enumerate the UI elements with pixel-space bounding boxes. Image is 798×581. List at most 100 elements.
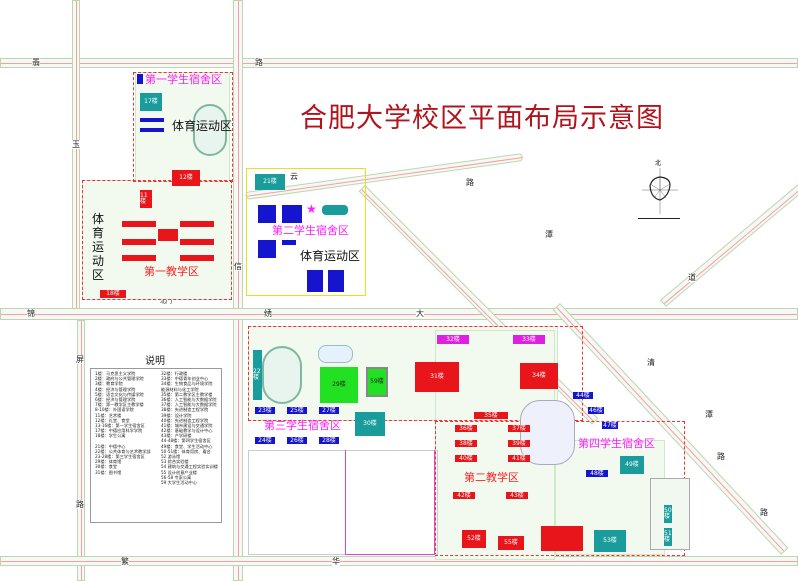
building-48[interactable]: 48楼	[586, 470, 608, 477]
legend-item: 1楼：马克思主义学院	[95, 371, 136, 376]
building-46[interactable]: 46楼	[588, 406, 604, 414]
zone-label-teach2: 第二教学区	[464, 471, 519, 484]
building-52[interactable]: 52楼	[462, 530, 486, 548]
building-27[interactable]: 27楼	[319, 407, 339, 414]
legend-item: 53 综合实验楼	[161, 459, 189, 465]
road-bottom	[0, 556, 798, 566]
road-label: 潭	[705, 410, 713, 419]
legend-item: 42楼：基础教学与设计中心	[161, 428, 213, 434]
building-11[interactable]: 11楼	[140, 190, 152, 208]
running-track	[262, 346, 302, 404]
building-32[interactable]: 32楼	[437, 335, 469, 344]
road-label: 路	[255, 58, 263, 67]
building-47[interactable]: 47楼	[602, 421, 618, 429]
building-23[interactable]: 23楼	[255, 407, 275, 414]
building-26[interactable]: 26楼	[287, 437, 307, 444]
legend-item: 38楼：先进制造工程学院	[161, 407, 209, 413]
legend-item: 37楼：人工智能与大数据学院	[161, 402, 217, 408]
building-5[interactable]	[122, 255, 156, 261]
zone-boundary-dorm2	[246, 168, 366, 296]
zone-label-sport1: 体育运动区	[172, 119, 233, 133]
legend-item: 33楼：中德青年创业中心	[161, 376, 209, 382]
compass-north-label: 北	[655, 160, 662, 167]
legend-item: 能源材料与化工学院	[161, 386, 199, 392]
road-mid	[233, 0, 243, 581]
building-41[interactable]: 41楼	[508, 455, 530, 462]
building-39[interactable]: 39楼	[508, 440, 530, 447]
building-2[interactable]	[180, 221, 214, 227]
building-4[interactable]	[180, 239, 214, 245]
building-55[interactable]: 55楼	[498, 536, 524, 550]
road-label: 清	[647, 358, 655, 367]
building-dorm2[interactable]	[328, 270, 344, 292]
legend-item: 52 游泳馆	[161, 454, 181, 459]
road-left-top	[72, 0, 80, 310]
building-28[interactable]: 28楼	[319, 437, 339, 444]
building-49[interactable]: 49楼	[620, 456, 644, 474]
building-dorm1[interactable]	[140, 118, 164, 122]
lake	[318, 345, 353, 363]
building-dorm2[interactable]	[258, 240, 276, 258]
building-dorm2[interactable]	[258, 205, 276, 223]
road-label: 华	[332, 557, 340, 566]
building-3[interactable]	[122, 239, 156, 245]
building-1[interactable]	[122, 221, 156, 227]
building-7[interactable]	[158, 229, 178, 241]
road-main	[0, 308, 798, 320]
legend-item: 50-51楼：体育用房、看台	[161, 448, 211, 454]
building-40[interactable]: 40楼	[455, 455, 477, 462]
building-31[interactable]: 31楼	[415, 362, 459, 392]
legend-item: 44-48楼：第四学生宿舍区	[161, 438, 211, 444]
legend-item: 34楼：生物食品与环境学院	[161, 381, 213, 387]
road-label: 潭	[545, 230, 553, 239]
building-36[interactable]: 36楼	[455, 425, 477, 432]
building-53[interactable]: 53楼	[594, 530, 626, 552]
building-dorm1[interactable]	[140, 128, 164, 132]
building-42[interactable]: 42楼	[453, 492, 475, 499]
legend-item: 3楼：教育学院	[95, 381, 123, 387]
building-51[interactable]: 51楼	[664, 528, 672, 546]
legend-item: 54 建筑与交通工程实验实训楼	[161, 464, 218, 470]
legend-item: 43楼：产学研楼	[161, 433, 192, 439]
legend-item: 21楼：中德中心	[95, 443, 126, 449]
legend-item: 13-16楼：第一学生宿舍区	[95, 422, 145, 428]
zone-label-teach1: 第一教学区	[144, 265, 199, 278]
zone-label-dorm1: 第一学生宿舍区	[145, 73, 222, 86]
legend-item: 39楼：设计学院	[161, 412, 192, 418]
building-43[interactable]: 43楼	[506, 492, 528, 499]
building-6[interactable]	[180, 255, 214, 261]
building-33[interactable]: 33楼	[513, 335, 545, 344]
building-37[interactable]: 37楼	[508, 425, 530, 432]
road-label: 道	[688, 273, 696, 282]
building-24[interactable]: 24楼	[255, 437, 275, 444]
road-label: 锦	[27, 309, 35, 318]
empty-plot	[248, 450, 438, 555]
building-17[interactable]: 17楼	[140, 93, 162, 111]
building-dorm1[interactable]	[137, 74, 143, 84]
map-title: 合肥大学校区平面布局示意图	[300, 103, 664, 134]
building-25[interactable]: 25楼	[287, 407, 307, 414]
building-50[interactable]: 50楼	[664, 505, 672, 523]
road-label: 路	[760, 508, 768, 517]
building-29[interactable]: 29楼	[320, 367, 358, 403]
building-21[interactable]: 21楼	[255, 174, 285, 190]
building-18[interactable]: 18楼	[100, 290, 126, 298]
building-44[interactable]: 44楼	[573, 392, 593, 399]
legend-item: 7楼：第一教学区主教学楼	[95, 402, 144, 408]
building-38[interactable]: 38楼	[455, 440, 477, 447]
building-35[interactable]: 35楼	[474, 412, 508, 419]
building-dorm2-service[interactable]	[322, 205, 348, 215]
building-59[interactable]: 59楼	[366, 367, 388, 397]
legend-item: 35楼：第二教学区主教学楼	[161, 391, 213, 397]
building-34[interactable]: 34楼	[520, 363, 558, 389]
building-30[interactable]: 30楼	[355, 412, 385, 436]
legend-item: 41楼：城市建设与交通学院	[161, 422, 213, 428]
building-22[interactable]: 22楼	[253, 350, 262, 400]
building-12[interactable]: 12楼	[172, 170, 200, 186]
legend-item: 49楼：食堂、学生活动中心	[161, 443, 213, 449]
building-dorm2[interactable]	[307, 270, 323, 292]
building-dorm2[interactable]	[282, 205, 302, 223]
building-52b[interactable]	[541, 526, 583, 551]
building-dorm2[interactable]	[282, 240, 296, 245]
